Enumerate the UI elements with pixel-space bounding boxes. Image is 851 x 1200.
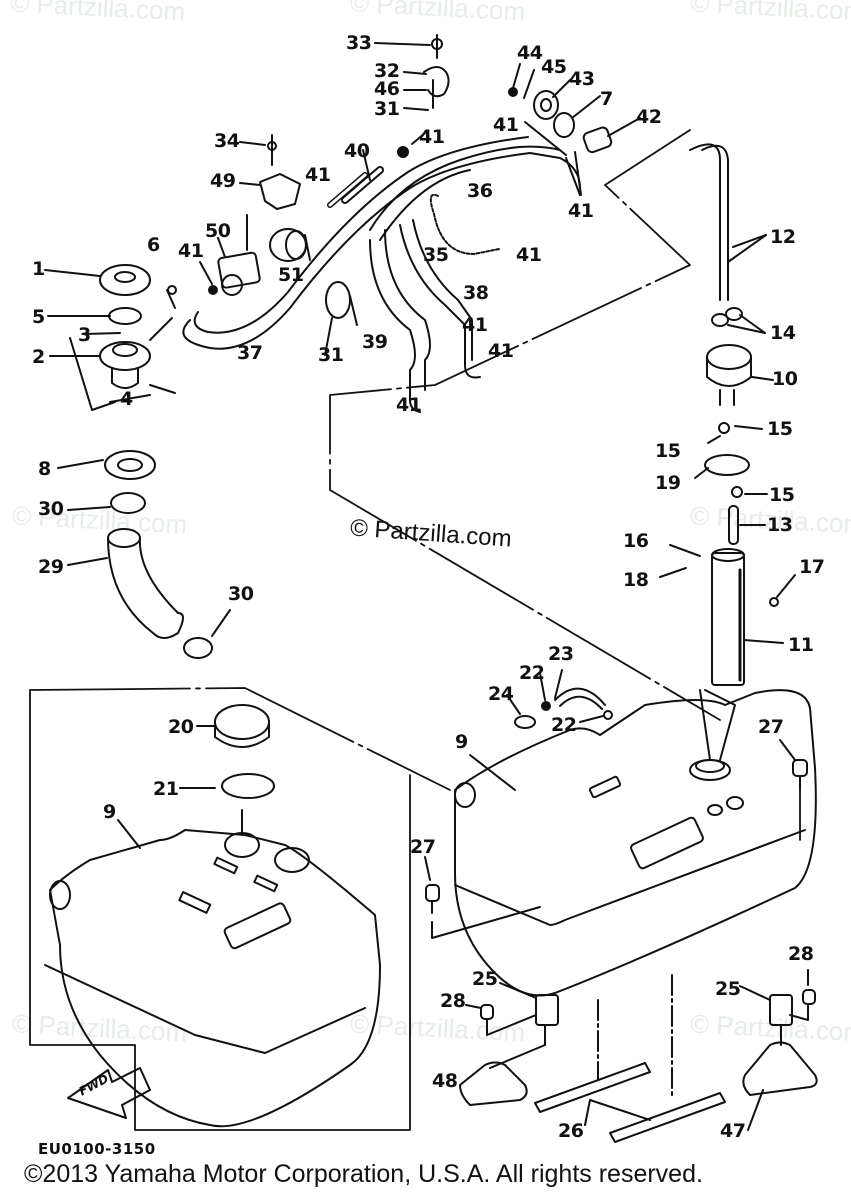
callout-38: 38 (463, 282, 489, 304)
callout-42: 42 (636, 106, 662, 128)
callout-41-f: 41 (516, 244, 542, 266)
callout-44: 44 (517, 42, 543, 64)
callout-34: 34 (214, 130, 240, 152)
callout-33: 33 (346, 32, 372, 54)
callout-24: 24 (488, 683, 514, 705)
callout-14: 14 (770, 322, 796, 344)
callout-27-left: 27 (410, 836, 436, 858)
callout-30-a: 30 (38, 498, 64, 520)
callout-20: 20 (168, 716, 194, 738)
guide-lines (30, 130, 800, 1130)
callout-50: 50 (205, 220, 231, 242)
callout-10: 10 (772, 368, 798, 390)
callout-6: 6 (147, 234, 160, 256)
callout-31-top: 31 (374, 98, 400, 120)
diagram-code: EU0100-3150 (38, 1140, 156, 1158)
callout-16: 16 (623, 530, 649, 552)
callout-4: 4 (120, 388, 133, 410)
callout-28-left: 28 (440, 990, 466, 1012)
callout-41-h: 41 (488, 340, 514, 362)
callout-47: 47 (720, 1120, 746, 1142)
fuel-tank-left (45, 705, 380, 1126)
callout-22-b: 22 (551, 714, 577, 736)
pickup-group (660, 144, 795, 685)
callout-41-a: 41 (493, 114, 519, 136)
guide-left-box (30, 688, 450, 790)
callout-15-c: 15 (769, 484, 795, 506)
callout-30-b: 30 (228, 583, 254, 605)
callout-41-d: 41 (305, 164, 331, 186)
callout-18: 18 (623, 569, 649, 591)
callout-41-i: 41 (396, 394, 422, 416)
hose-bundle (183, 137, 580, 412)
filter-group (200, 229, 310, 295)
small-hose-segment (345, 133, 425, 200)
callout-45: 45 (541, 56, 567, 78)
callout-41-c: 41 (568, 200, 594, 222)
callout-41-b: 41 (419, 126, 445, 148)
callout-35: 35 (423, 244, 449, 266)
callout-41-e: 41 (178, 240, 204, 262)
callout-31-bottom: 31 (318, 344, 344, 366)
guide-upper-box (330, 130, 720, 720)
callout-21: 21 (153, 778, 179, 800)
callout-19: 19 (655, 472, 681, 494)
callout-3: 3 (78, 324, 91, 346)
fuel-cap-group (45, 265, 176, 410)
callout-36: 36 (467, 180, 493, 202)
callout-17: 17 (799, 556, 825, 578)
callout-15-b: 15 (655, 440, 681, 462)
callout-7: 7 (600, 88, 613, 110)
callout-26: 26 (558, 1120, 584, 1142)
valve-cluster (509, 64, 640, 195)
copyright-notice: ©2013 Yamaha Motor Corporation, U.S.A. A… (24, 1160, 703, 1188)
callout-32: 32 (374, 60, 400, 82)
callout-48: 48 (432, 1070, 458, 1092)
hose-clip-31 (325, 282, 357, 355)
callout-39: 39 (362, 331, 388, 353)
callout-13: 13 (767, 514, 793, 536)
guide-lower-left-box (30, 690, 410, 1130)
callout-51: 51 (278, 264, 304, 286)
callout-12: 12 (770, 226, 796, 248)
callout-29: 29 (38, 556, 64, 578)
filler-neck-group (58, 451, 230, 658)
callout-1: 1 (32, 258, 45, 280)
callout-22-a: 22 (519, 662, 545, 684)
callout-8: 8 (38, 458, 51, 480)
callout-11: 11 (788, 634, 814, 656)
callout-46: 46 (374, 78, 400, 100)
callout-28-right: 28 (788, 943, 814, 965)
callout-23: 23 (548, 643, 574, 665)
callout-41-g: 41 (462, 314, 488, 336)
callout-27-right: 27 (758, 716, 784, 738)
callout-49: 49 (210, 170, 236, 192)
callout-9-right: 9 (455, 731, 468, 753)
callout-40: 40 (344, 140, 370, 162)
callout-15-a: 15 (767, 418, 793, 440)
vent-hose-group (507, 670, 612, 728)
mount-hardware (425, 740, 817, 1142)
bracket-49 (240, 135, 300, 250)
callout-9-left: 9 (103, 801, 116, 823)
callout-5: 5 (32, 306, 45, 328)
callout-2: 2 (32, 346, 45, 368)
callout-43: 43 (569, 68, 595, 90)
callout-25-left: 25 (472, 968, 498, 990)
callout-25-right: 25 (715, 978, 741, 1000)
fwd-arrow-icon (68, 1068, 150, 1118)
callout-37: 37 (237, 342, 263, 364)
vent-fitting-group (375, 35, 449, 110)
